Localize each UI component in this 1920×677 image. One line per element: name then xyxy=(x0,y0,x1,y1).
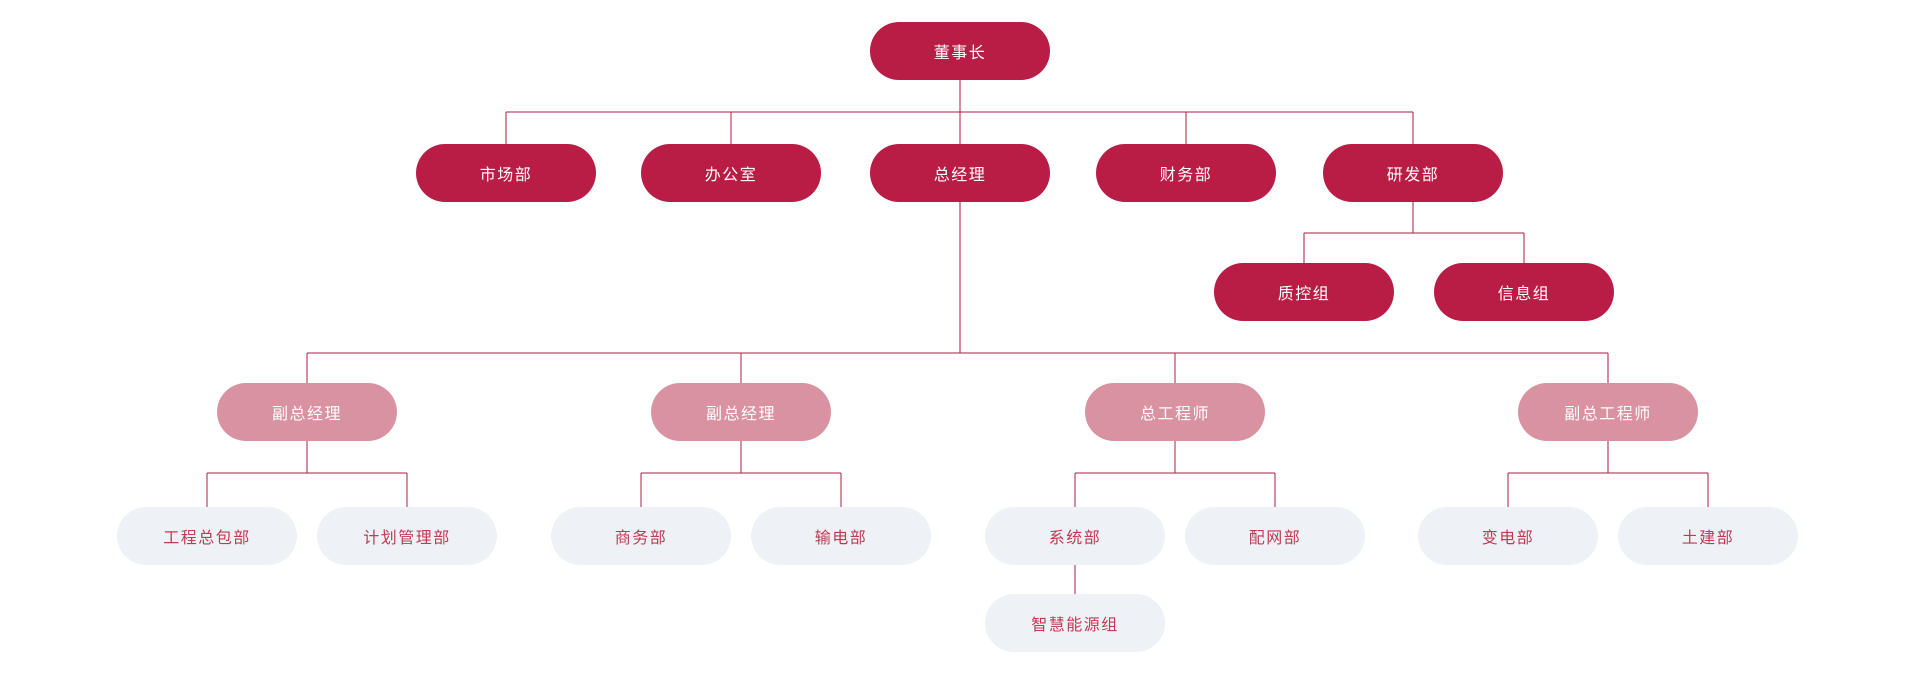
connector-deputy-gm-2-children xyxy=(640,441,842,507)
node-deputy-chief-engineer: 副总工程师 xyxy=(1518,383,1698,441)
node-chairman: 董事长 xyxy=(870,22,1050,80)
node-information-group: 信息组 xyxy=(1434,263,1614,321)
connector-deputy-chief-engineer-children xyxy=(1507,441,1709,507)
connector-chairman-children xyxy=(505,80,1414,144)
connector-rnd-children xyxy=(1303,202,1525,263)
node-quality-control-group: 质控组 xyxy=(1214,263,1394,321)
node-transmission-dept: 输电部 xyxy=(751,507,931,565)
node-distribution-dept: 配网部 xyxy=(1185,507,1365,565)
node-civil-dept: 土建部 xyxy=(1618,507,1798,565)
node-chief-engineer: 总工程师 xyxy=(1085,383,1265,441)
node-general-manager: 总经理 xyxy=(870,144,1050,202)
connector-gm-children xyxy=(306,202,1609,383)
node-smart-energy-group: 智慧能源组 xyxy=(985,594,1165,652)
node-planning-mgmt-dept: 计划管理部 xyxy=(317,507,497,565)
node-finance-dept: 财务部 xyxy=(1096,144,1276,202)
node-substation-dept: 变电部 xyxy=(1418,507,1598,565)
node-deputy-gm-1: 副总经理 xyxy=(217,383,397,441)
node-epc-dept: 工程总包部 xyxy=(117,507,297,565)
node-rnd-dept: 研发部 xyxy=(1323,144,1503,202)
node-marketing-dept: 市场部 xyxy=(416,144,596,202)
node-commerce-dept: 商务部 xyxy=(551,507,731,565)
node-system-dept: 系统部 xyxy=(985,507,1165,565)
node-office: 办公室 xyxy=(641,144,821,202)
connector-chief-engineer-children xyxy=(1074,441,1276,507)
node-deputy-gm-2: 副总经理 xyxy=(651,383,831,441)
connector-deputy-gm-1-children xyxy=(206,441,408,507)
